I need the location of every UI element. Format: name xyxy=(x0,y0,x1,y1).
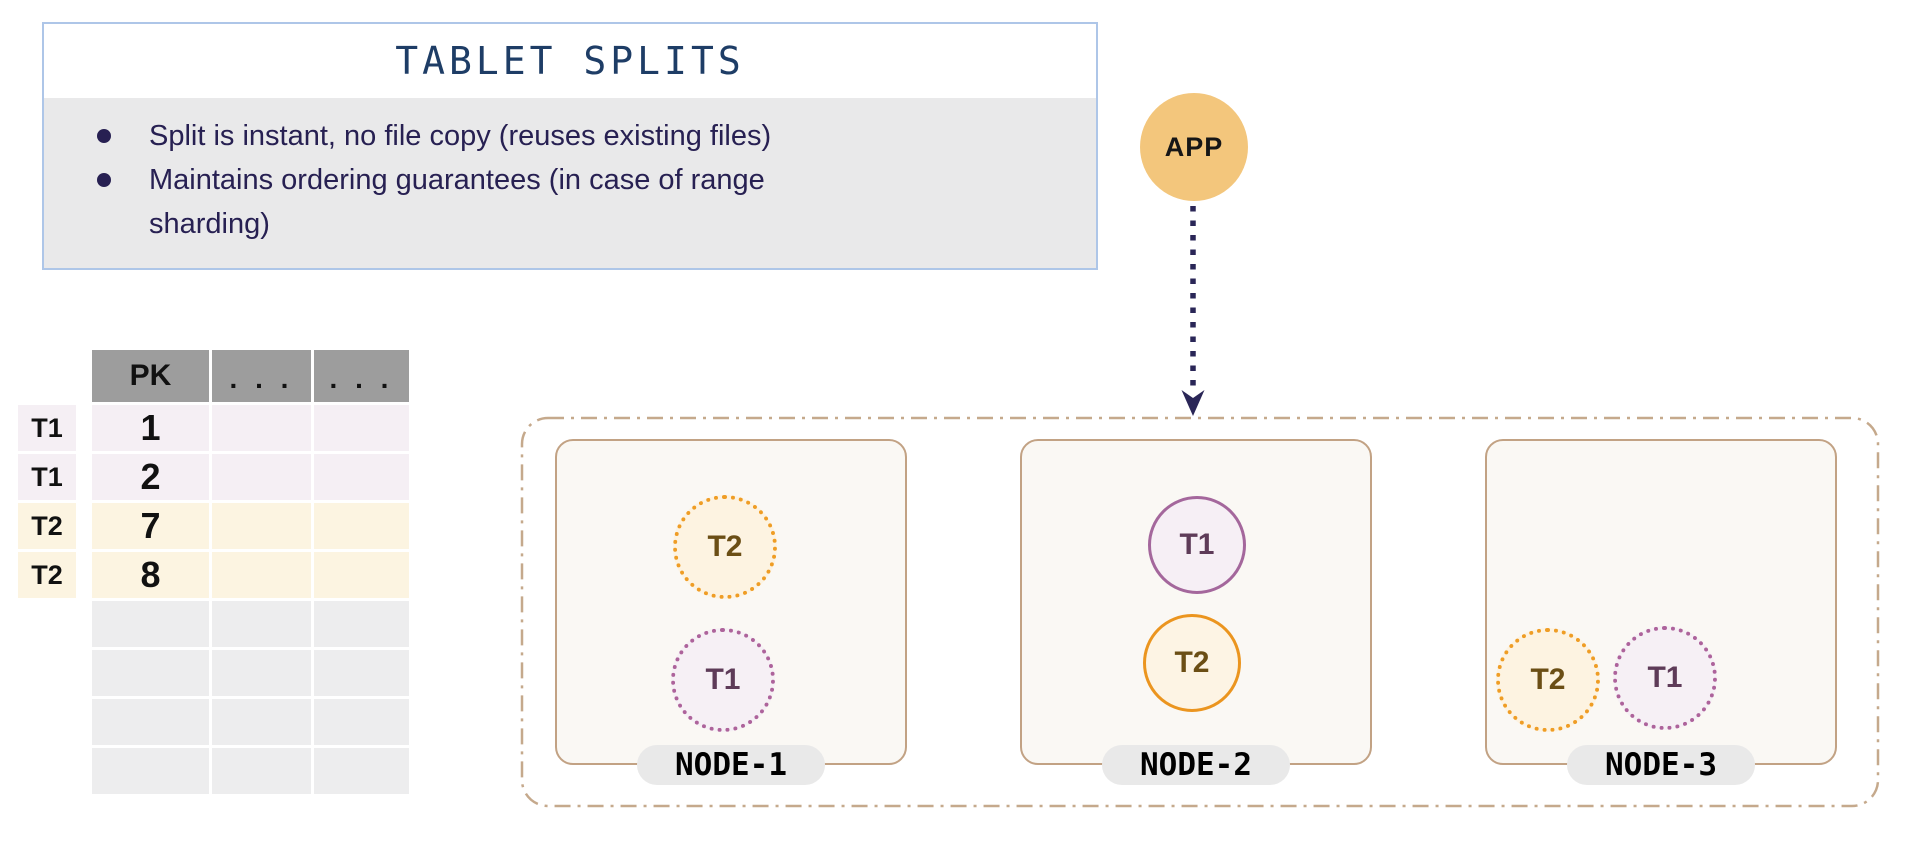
pk-table: PK . . . . . . 1 2 7 8 xyxy=(92,350,409,794)
table-cell-empty xyxy=(92,650,209,696)
table-cell-pk: 1 xyxy=(92,405,209,451)
tablet-t1-dotted: T1 xyxy=(671,628,775,732)
column-header-pk: PK xyxy=(92,350,209,402)
tablet-t2-dotted: T2 xyxy=(673,495,777,599)
table-cell-empty xyxy=(212,601,311,647)
node-1-label: NODE-1 xyxy=(637,745,825,785)
bullet-text: Split is instant, no file copy (reuses e… xyxy=(149,120,772,152)
table-cell-empty xyxy=(212,650,311,696)
table-row-tablet-label: T1 xyxy=(18,454,76,500)
table-cell-empty xyxy=(314,601,409,647)
arrow-down-icon xyxy=(1181,206,1205,416)
table-row-tablet-label: T2 xyxy=(18,503,76,549)
page-title: TABLET SPLITS xyxy=(395,39,745,83)
table-cell-empty xyxy=(314,552,409,598)
table-cell-empty xyxy=(314,650,409,696)
app-node: APP xyxy=(1140,93,1248,201)
column-header-dots: . . . xyxy=(314,350,409,402)
table-cell-empty xyxy=(314,748,409,794)
table-cell-empty xyxy=(314,405,409,451)
table-cell-empty xyxy=(212,748,311,794)
bullet-item: Maintains ordering guarantees (in case o… xyxy=(97,158,1066,246)
node-1-box: T2 T1 NODE-1 xyxy=(555,439,907,785)
table-row-tablet-label: T1 xyxy=(18,405,76,451)
column-header-dots: . . . xyxy=(212,350,311,402)
table-cell-empty xyxy=(314,699,409,745)
table-cell-empty xyxy=(92,601,209,647)
tablet-t1-solid: T1 xyxy=(1148,496,1246,594)
cluster-boundary xyxy=(520,416,1880,808)
table-cell-empty xyxy=(314,454,409,500)
bullet-text: Maintains ordering guarantees (in case o… xyxy=(149,164,765,240)
table-cell-empty xyxy=(212,699,311,745)
node-3-box: T2 T1 NODE-3 xyxy=(1485,439,1837,785)
table-cell-pk: 2 xyxy=(92,454,209,500)
node-3-label: NODE-3 xyxy=(1567,745,1755,785)
bullet-icon xyxy=(97,129,111,143)
table-cell-pk: 7 xyxy=(92,503,209,549)
table-row-tablet-label: T2 xyxy=(18,552,76,598)
table-cell-empty xyxy=(212,503,311,549)
tablet-t2-solid: T2 xyxy=(1143,614,1241,712)
info-box-body: Split is instant, no file copy (reuses e… xyxy=(44,98,1096,268)
node-2-box: T1 T2 NODE-2 xyxy=(1020,439,1372,785)
info-box: TABLET SPLITS Split is instant, no file … xyxy=(42,22,1098,270)
table-cell-empty xyxy=(212,405,311,451)
bullet-item: Split is instant, no file copy (reuses e… xyxy=(97,114,1066,158)
table-cell-empty xyxy=(212,454,311,500)
bullet-icon xyxy=(97,173,111,187)
table-cell-empty xyxy=(212,552,311,598)
table-cell-empty xyxy=(314,503,409,549)
table-cell-empty xyxy=(92,748,209,794)
tablet-t2-dotted: T2 xyxy=(1496,628,1600,732)
node-2-label: NODE-2 xyxy=(1102,745,1290,785)
tablet-t1-dotted: T1 xyxy=(1613,626,1717,730)
table-cell-pk: 8 xyxy=(92,552,209,598)
table-cell-empty xyxy=(92,699,209,745)
